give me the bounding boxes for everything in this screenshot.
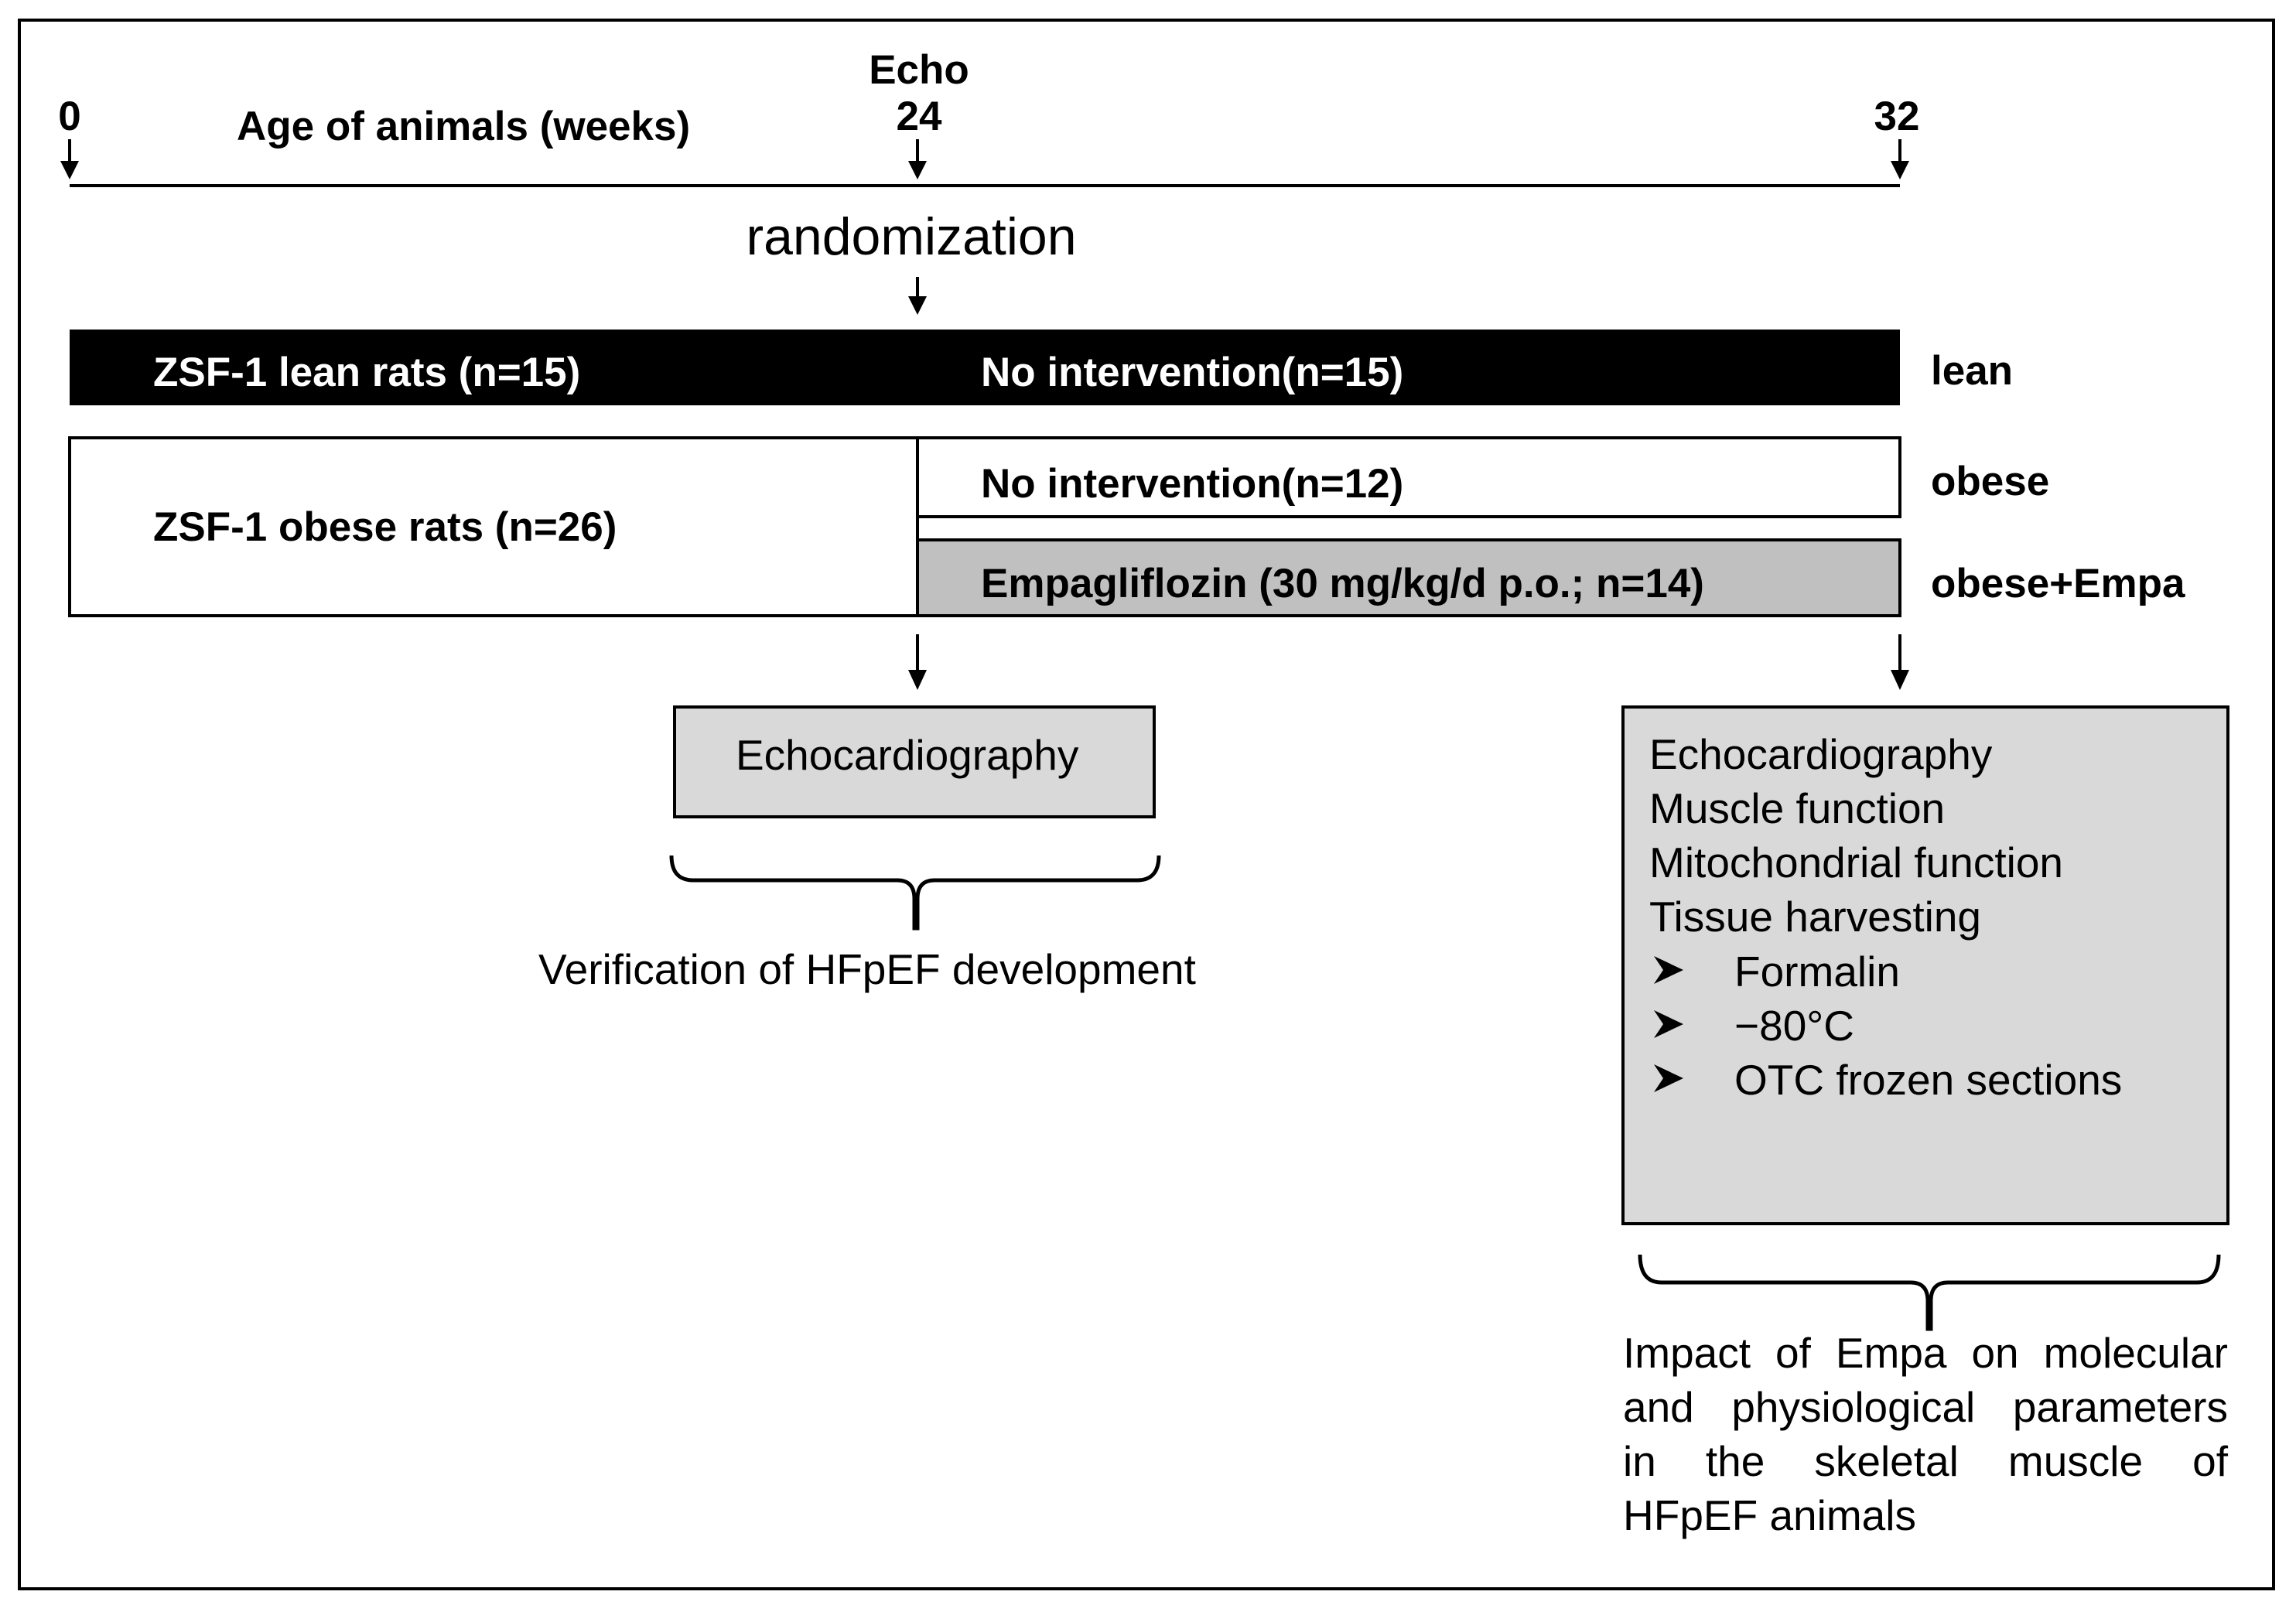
timeline-end-label: 32 — [1874, 94, 1920, 139]
obese-pre-label: ZSF-1 obese rats (n=26) — [153, 504, 617, 550]
arrow-randomization-icon — [908, 277, 927, 315]
lean-post-label: No intervention(n=15) — [981, 350, 1404, 395]
arrow-to-mid-box-icon — [908, 634, 927, 690]
timeline-mid-label: 24 — [896, 94, 942, 139]
end-box-bullet: −80°C — [1734, 1002, 1855, 1050]
arrow-to-end-box-icon — [1891, 634, 1909, 690]
mid-box-caption: Verification of HFpEF development — [538, 945, 1196, 993]
obese-post-label: No intervention(n=12) — [981, 461, 1404, 507]
end-outcomes-box — [1621, 705, 2229, 1225]
end-box-line: Tissue harvesting — [1649, 893, 1981, 941]
end-brace-icon — [1638, 1254, 2221, 1331]
obese-empa-box — [916, 538, 1901, 617]
end-box-caption-line: HFpEF animals — [1623, 1491, 1916, 1539]
mid-box-label: Echocardiography — [736, 731, 1079, 779]
end-box-caption-line: Impact of Empa on molecular — [1623, 1329, 2228, 1377]
end-box-line: Muscle function — [1649, 784, 1946, 832]
randomization-label: randomization — [746, 207, 1077, 266]
empa-side-label: obese+Empa — [1931, 561, 2185, 606]
end-box-line: Echocardiography — [1649, 730, 1993, 778]
timeline-title: Age of animals (weeks) — [237, 104, 691, 149]
mid-echocardiography-box — [673, 705, 1156, 818]
arrow-week-32-icon — [1891, 139, 1909, 179]
obese-side-label: obese — [1931, 459, 2050, 504]
mid-brace-icon — [669, 855, 1161, 931]
end-box-line: Mitochondrial function — [1649, 838, 2064, 886]
arrow-week-24-icon — [908, 139, 927, 179]
end-box-bullet: Formalin — [1734, 948, 1900, 996]
obese-no-intervention-box — [916, 436, 1901, 518]
end-box-caption-line: and physiological parameters — [1623, 1383, 2228, 1431]
arrow-week-0-icon — [60, 139, 79, 179]
end-box-bullet: OTC frozen sections — [1734, 1056, 2123, 1104]
lean-group-bar — [70, 330, 1900, 405]
bullet-arrow-icon — [1654, 956, 1683, 1092]
lean-pre-label: ZSF-1 lean rats (n=15) — [153, 350, 581, 395]
obese-group-box — [68, 436, 919, 617]
timeline-start-label: 0 — [58, 94, 81, 139]
outer-frame — [18, 19, 2275, 1590]
end-box-caption-line: in the skeletal muscle of — [1623, 1437, 2228, 1485]
empa-post-label: Empagliflozin (30 mg/kg/d p.o.; n=14) — [981, 561, 1704, 606]
echo-marker-label: Echo — [869, 47, 969, 93]
lean-side-label: lean — [1931, 348, 2014, 394]
